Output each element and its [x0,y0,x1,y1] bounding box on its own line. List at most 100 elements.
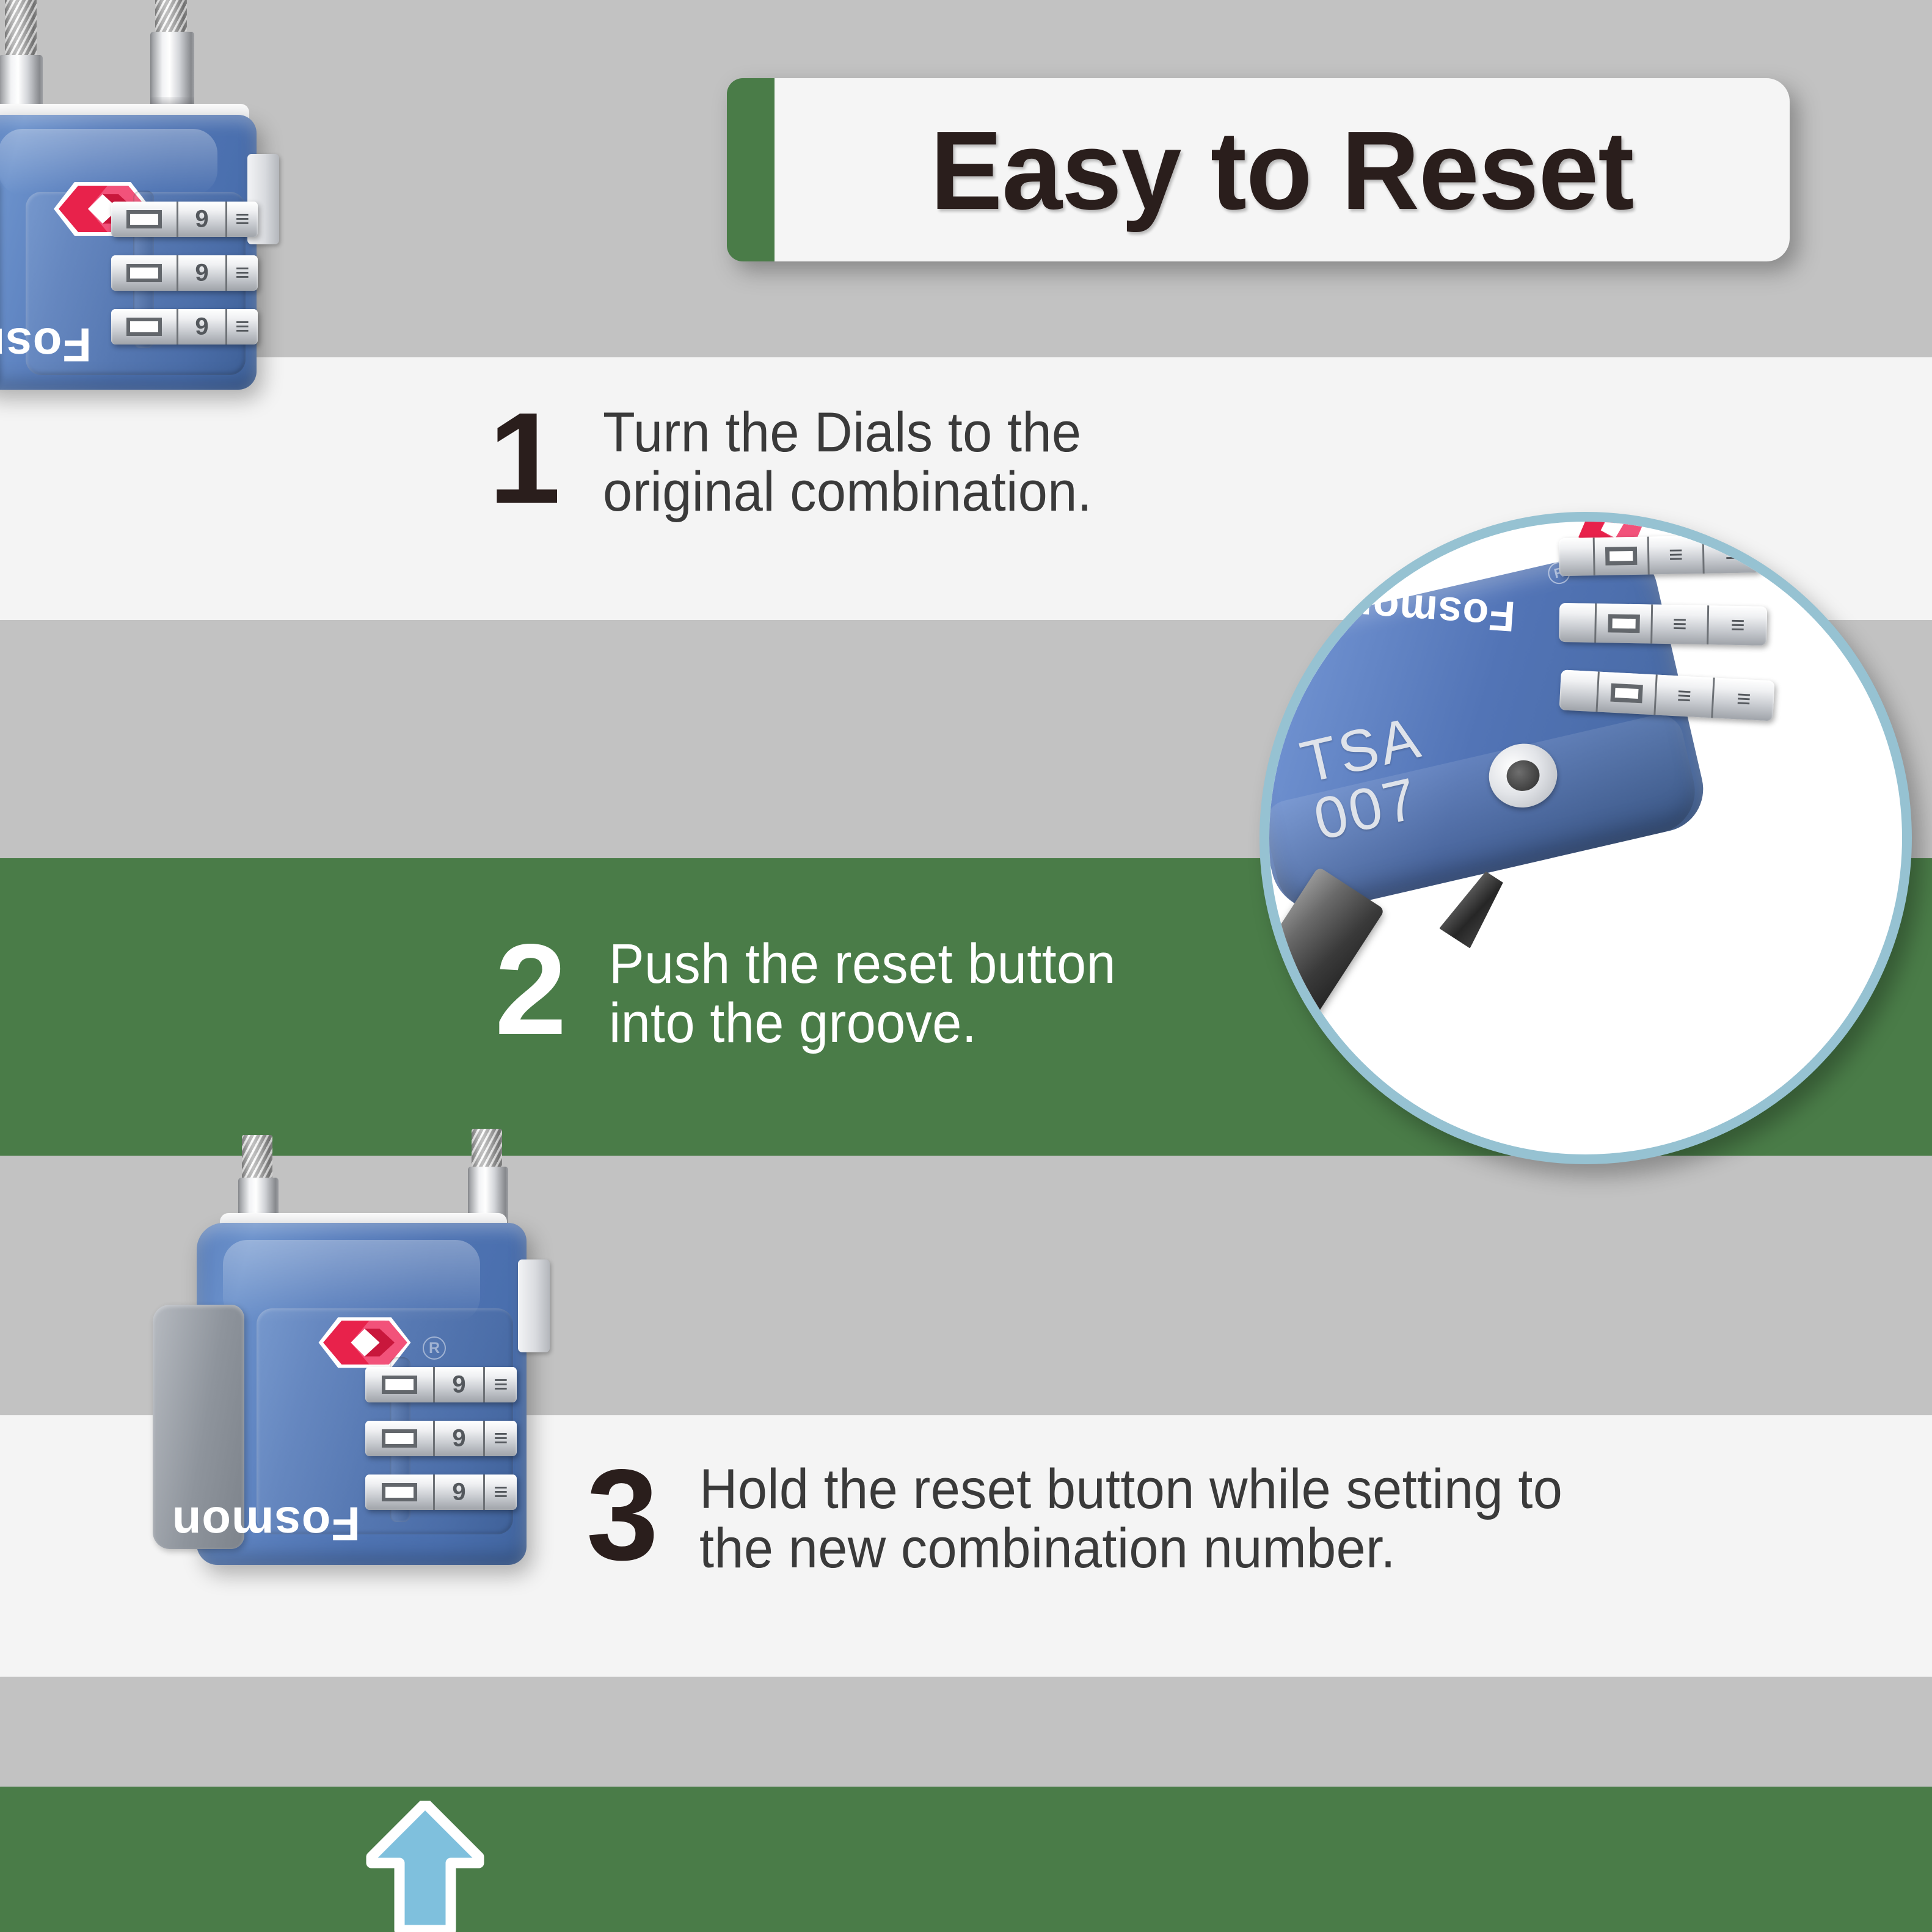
lock2-dial-2-digit-partial: ≡ [494,1424,508,1452]
dial-1-window [126,210,162,228]
inset-dial-3-cell-d: ≡ [1713,678,1774,721]
reset-button-zoom-inset: TSA 007 Fosmon R [1259,512,1912,1164]
inset-dial-3-cell-c: ≡ [1655,674,1715,718]
lock2-dial-1-cell-b: 9 [435,1367,485,1402]
step-1-number: 1 [489,385,561,530]
lock2-dial-3-digit-partial: ≡ [494,1478,508,1506]
dial-2-cell-b: 9 [178,255,227,291]
dial-2-cell-c: ≡ [227,255,258,291]
lock-cable-left [5,0,37,64]
step-1-line-2: original combination. [602,460,1092,523]
title-banner: Easy to Reset [727,78,1790,261]
brand-name-lock1: Fosmon [0,318,92,372]
lock2-dial-2-cell-a [365,1421,436,1456]
lock2-dial-3-digit: 9 [452,1478,466,1506]
lock2-dial-2-cell-b: 9 [435,1421,485,1456]
step-3-line-1: Hold the reset button while setting to [699,1458,1563,1520]
inset-dial-1-cell-d: ≡ [1704,534,1760,574]
inset-dial-1-cell-a [1558,538,1596,577]
lock2-shackle-pin [518,1259,550,1352]
reset-button-arrow [365,1801,485,1932]
step-1: 1 Turn the Dials to the original combina… [489,385,1123,530]
inset-dial-1-window [1605,546,1638,566]
lock2-tsa-diamond-logo [293,1311,415,1374]
dial-1-digit: 9 [195,205,209,233]
inset-dial-1[interactable]: ≡ ≡ [1558,534,1761,577]
lock2-dial-2-window [381,1429,417,1448]
dial-3[interactable]: 9 ≡ [111,309,258,344]
reset-button-pit [1503,757,1543,795]
lock2-dial-3-window [381,1483,417,1501]
inset-dial-1-digit-2: ≡ [1724,540,1740,567]
dial-3-cell-c: ≡ [227,309,258,344]
stripe-gray-4 [0,1677,1932,1787]
step-2-line-1: Push the reset button [608,933,1116,995]
step-1-line-1: Turn the Dials to the [602,401,1082,464]
dial-1[interactable]: 9 ≡ [111,202,258,237]
inset-dial-2-window [1607,614,1640,633]
lock2-registered-mark-icon: R [423,1336,446,1360]
dial-1-cell-c: ≡ [227,202,258,237]
stripe-green-2 [0,1787,1932,1932]
inset-dial-2-cell-b [1596,603,1653,644]
step-3-number: 3 [586,1442,658,1587]
dial-3-digit: 9 [195,313,209,340]
lock2-side-grip [153,1305,244,1549]
lock2-dial-1-window [381,1376,417,1394]
title-card: Easy to Reset [775,78,1790,261]
lock2-dial-1-digit: 9 [452,1371,466,1398]
dial-2-window [126,264,162,282]
dial-1-cell-a [111,202,179,237]
lock2-dial-3-cell-c: ≡ [485,1475,517,1510]
step-3-line-2: the new combination number. [699,1517,1396,1580]
inset-dial-1-digit: ≡ [1668,541,1683,569]
lock2-registered-letter: R [428,1339,440,1357]
inset-dial-3-window [1610,683,1643,704]
dial-1-digit-partial: ≡ [235,205,250,233]
inset-dial-2-cell-c: ≡ [1652,604,1709,645]
inset-dial-3[interactable]: ≡ ≡ [1559,669,1775,721]
inset-dial-2[interactable]: ≡ ≡ [1559,602,1768,646]
step-1-text: Turn the Dials to the original combinati… [603,403,1092,521]
lock2-dial-2-cell-c: ≡ [485,1421,517,1456]
inset-dial-2-cell-a [1559,602,1597,643]
lock2-dial-3-cell-a [365,1475,436,1510]
lock2-dial-2-digit: 9 [452,1424,466,1452]
inset-dial-2-digit-2: ≡ [1730,611,1746,639]
dial-2-digit-partial: ≡ [235,259,250,286]
dial-2-digit: 9 [195,259,209,286]
lock2-dial-3[interactable]: 9 ≡ [365,1475,517,1510]
step-3: 3 Hold the reset button while setting to… [586,1442,1617,1587]
lock2-dial-1-digit-partial: ≡ [494,1371,508,1398]
cable-texture-left [5,0,37,64]
lock2-dial-2[interactable]: 9 ≡ [365,1421,517,1456]
dial-3-window [126,318,162,336]
inset-dial-1-cell-b [1595,536,1650,576]
lock2-cable-left [242,1135,272,1185]
lock2-dial-3-cell-b: 9 [435,1475,485,1510]
dial-3-digit-partial: ≡ [235,313,250,340]
tsa-lock-step3: R Fosmon 9 ≡ 9 ≡ [37,1124,586,1857]
inset-tsa-label: TSA 007 [1295,704,1440,852]
step-2-text: Push the reset button into the groove. [609,935,1116,1052]
lock-ferrule-right [150,32,194,111]
title-green-tab [727,78,775,261]
lock2-dial-1-cell-c: ≡ [485,1367,517,1402]
step-2-line-2: into the groove. [608,991,977,1054]
inset-dial-3-digit-2: ≡ [1736,685,1752,713]
dial-3-cell-a [111,309,179,344]
step-2-number: 2 [495,917,567,1062]
brand-name-lock2: Fosmon [171,1497,360,1551]
inset-dial-3-digit: ≡ [1676,682,1693,710]
inset-dial-1-cell-c: ≡ [1649,535,1705,575]
dial-3-cell-b: 9 [178,309,227,344]
page-title: Easy to Reset [930,107,1635,233]
inset-dial-2-cell-d: ≡ [1708,605,1767,646]
inset-scene: TSA 007 Fosmon R [1269,522,1902,1154]
lock2-dial-1[interactable]: 9 ≡ [365,1367,517,1402]
dial-2[interactable]: 9 ≡ [111,255,258,291]
dial-2-cell-a [111,255,179,291]
inset-tilted-lock: TSA 007 Fosmon R [1269,522,1902,1070]
lock2-cable-right [472,1129,502,1173]
